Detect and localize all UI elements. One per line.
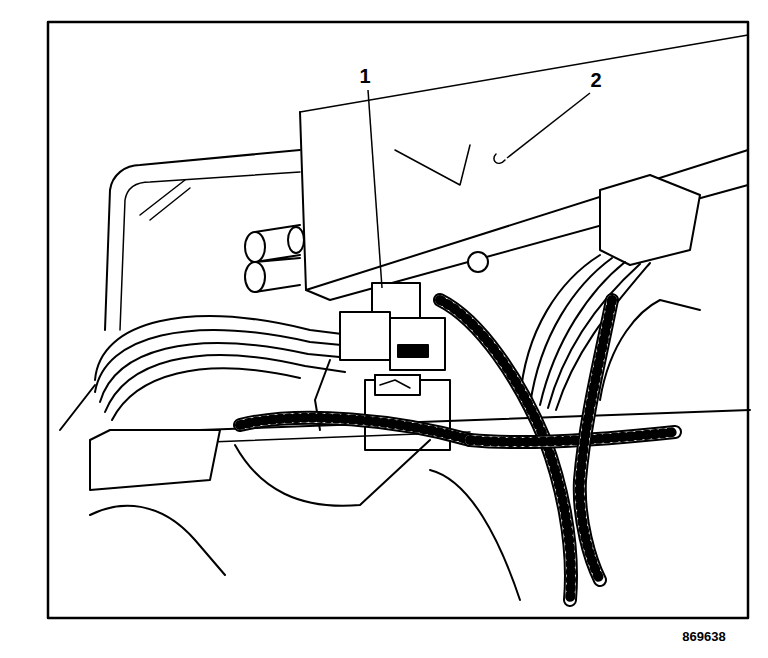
braided-harness [580, 300, 612, 580]
braided-harness [440, 300, 571, 600]
wire [100, 343, 350, 402]
connector-latch [398, 345, 428, 357]
wire [520, 255, 650, 410]
leader-line [507, 93, 590, 158]
connector-lower [375, 375, 420, 395]
cylinder-end [288, 227, 304, 253]
leader-line [368, 90, 382, 288]
braided-harness [470, 432, 675, 442]
lower-bracket [90, 430, 220, 490]
connector-left [340, 312, 390, 360]
figure-number: 869638 [682, 630, 725, 643]
cylinder-end [245, 262, 265, 292]
connector-latch [380, 380, 410, 388]
wire [112, 368, 300, 420]
housing-clip [140, 180, 190, 220]
lower-contour [430, 470, 520, 600]
connector-body [390, 318, 445, 370]
wire [105, 355, 345, 412]
connector-lower [375, 375, 420, 395]
cylinder-end [245, 232, 265, 262]
panel-top [300, 35, 748, 112]
braided-harness [240, 418, 470, 440]
panel-hole [468, 252, 488, 272]
lower-contour [90, 506, 225, 575]
lower-contour [235, 440, 430, 506]
wire [95, 316, 350, 380]
right-connector [600, 175, 700, 265]
callout-number: 1 [359, 66, 370, 86]
lower-contour [60, 385, 95, 430]
frame-border [48, 22, 748, 618]
housing [105, 150, 300, 330]
callout-number: 2 [590, 70, 601, 90]
callout-tail [494, 154, 505, 163]
housing-inner [120, 172, 300, 330]
panel-mark [395, 145, 470, 185]
mounting-panel [300, 112, 748, 290]
